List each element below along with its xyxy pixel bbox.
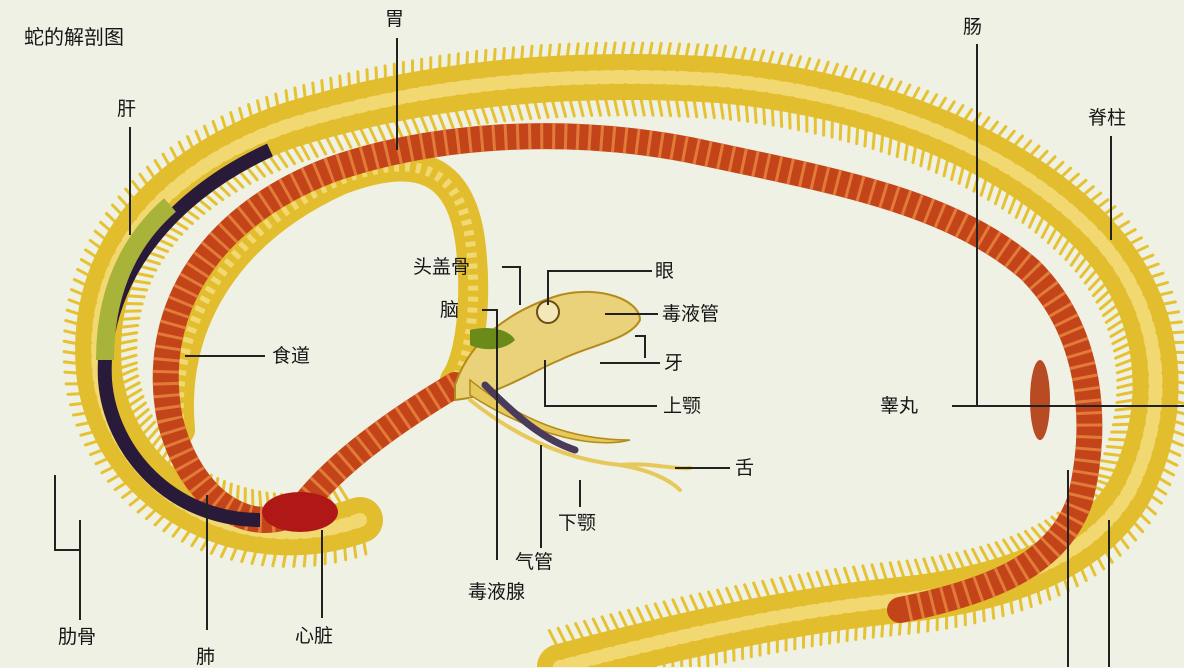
diagram-title: 蛇的解剖图 — [24, 27, 124, 47]
label-ribs: 肋骨 — [58, 628, 96, 647]
label-trachea: 气管 — [515, 553, 553, 572]
label-brain: 脑 — [440, 301, 459, 320]
label-lung: 肺 — [196, 648, 215, 667]
label-esophagus: 食道 — [272, 347, 310, 366]
testis-shape — [1030, 360, 1050, 440]
label-testis: 睾丸 — [880, 397, 918, 416]
label-tongue: 舌 — [735, 459, 754, 478]
label-venom-duct: 毒液管 — [662, 305, 719, 324]
snake-skull — [455, 292, 690, 490]
label-liver: 肝 — [117, 100, 136, 119]
label-upper-jaw: 上颚 — [663, 397, 701, 416]
label-lower-jaw: 下颚 — [558, 514, 596, 533]
label-eye: 眼 — [655, 262, 674, 281]
heart-shape — [262, 492, 338, 532]
label-heart: 心脏 — [295, 627, 333, 646]
label-intestine: 肠 — [963, 18, 982, 37]
label-stomach: 胃 — [385, 10, 404, 29]
label-spine: 脊柱 — [1088, 109, 1126, 128]
label-venom-gland: 毒液腺 — [468, 583, 525, 602]
label-skull: 头盖骨 — [413, 258, 470, 277]
label-fang: 牙 — [664, 354, 683, 373]
